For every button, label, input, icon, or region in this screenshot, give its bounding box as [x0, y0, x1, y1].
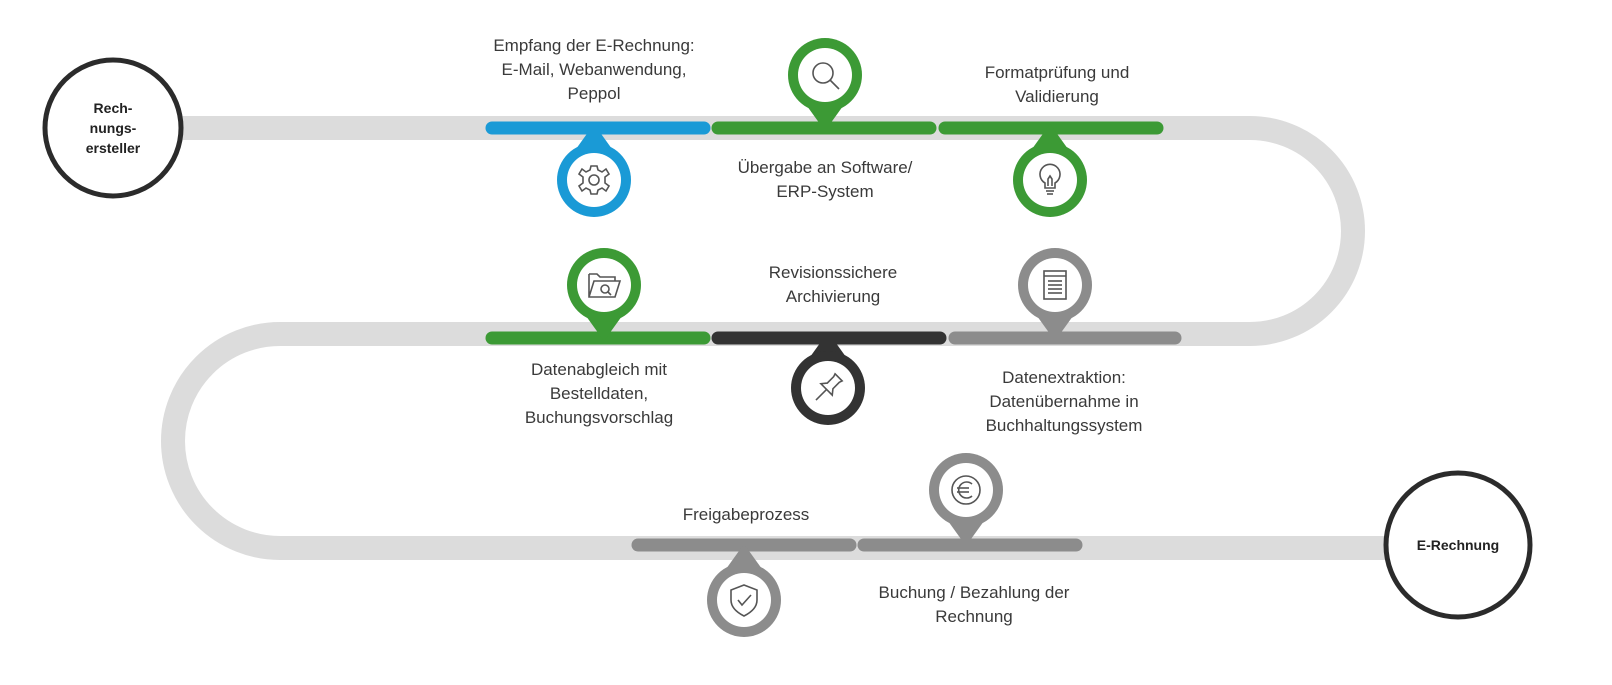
step-label-archivierung: Revisionssichere Archivierung — [693, 261, 973, 309]
step-label-datenextraktion: Datenextraktion: Datenübernahme in Buchh… — [924, 366, 1204, 438]
step-label-empfang: Empfang der E-Rechnung: E-Mail, Webanwen… — [454, 34, 734, 106]
lightbulb-icon — [1039, 163, 1061, 195]
label-line: Empfang der E-Rechnung: — [493, 36, 695, 55]
label-line: Freigabeprozess — [682, 505, 810, 524]
pin-formatpruefung — [1013, 124, 1087, 217]
euro-icon — [951, 475, 981, 505]
pin-uebergabe — [788, 38, 862, 131]
document-icon — [1043, 270, 1067, 300]
shield-check-icon — [730, 584, 758, 617]
label-line: Übergabe an Software/ — [737, 158, 913, 177]
start-label-line: Rech- — [93, 100, 133, 116]
label-line: Datenextraktion: — [1002, 368, 1126, 387]
label-line: Buchungsvorschlag — [524, 408, 674, 427]
start-label-line: ersteller — [85, 140, 141, 156]
end-label: E-Rechnung — [1393, 535, 1523, 555]
step-label-freigabe: Freigabeprozess — [606, 503, 886, 527]
label-line: Datenabgleich mit — [530, 360, 668, 379]
step-label-uebergabe: Übergabe an Software/ ERP-System — [685, 156, 965, 204]
label-line: Buchung / Bezahlung der — [878, 583, 1070, 602]
end-label-line: E-Rechnung — [1416, 537, 1500, 553]
pushpin-icon — [815, 372, 844, 401]
pin-empfang — [557, 124, 631, 217]
start-circle — [42, 57, 184, 199]
start-label-line: nungs- — [89, 120, 137, 136]
end-circle — [1383, 470, 1533, 620]
label-line: ERP-System — [776, 182, 874, 201]
step-label-datenabgleich: Datenabgleich mit Bestelldaten, Buchungs… — [459, 358, 739, 430]
pin-datenextraktion — [1018, 248, 1092, 341]
pin-freigabe — [707, 544, 781, 637]
folder-search-icon — [588, 273, 622, 298]
pin-buchung — [929, 453, 1003, 546]
search-icon — [812, 62, 840, 90]
step-label-formatpruefung: Formatprüfung und Validierung — [917, 61, 1197, 109]
label-line: Datenübernahme in — [989, 392, 1139, 411]
label-line: Peppol — [567, 84, 621, 103]
pin-archivierung — [791, 332, 865, 425]
gear-icon — [577, 165, 611, 195]
label-line: Archivierung — [785, 287, 881, 306]
label-line: Formatprüfung und — [984, 63, 1130, 82]
step-label-buchung: Buchung / Bezahlung der Rechnung — [834, 581, 1114, 629]
label-line: Buchhaltungssystem — [985, 416, 1143, 435]
label-line: Revisionssichere — [768, 263, 898, 282]
label-line: Rechnung — [935, 607, 1013, 626]
start-label: Rech- nungs- ersteller — [63, 98, 163, 158]
label-line: Bestelldaten, — [549, 384, 649, 403]
label-line: Validierung — [1015, 87, 1099, 106]
label-line: E-Mail, Webanwendung, — [501, 60, 687, 79]
pin-datenabgleich — [567, 248, 641, 341]
